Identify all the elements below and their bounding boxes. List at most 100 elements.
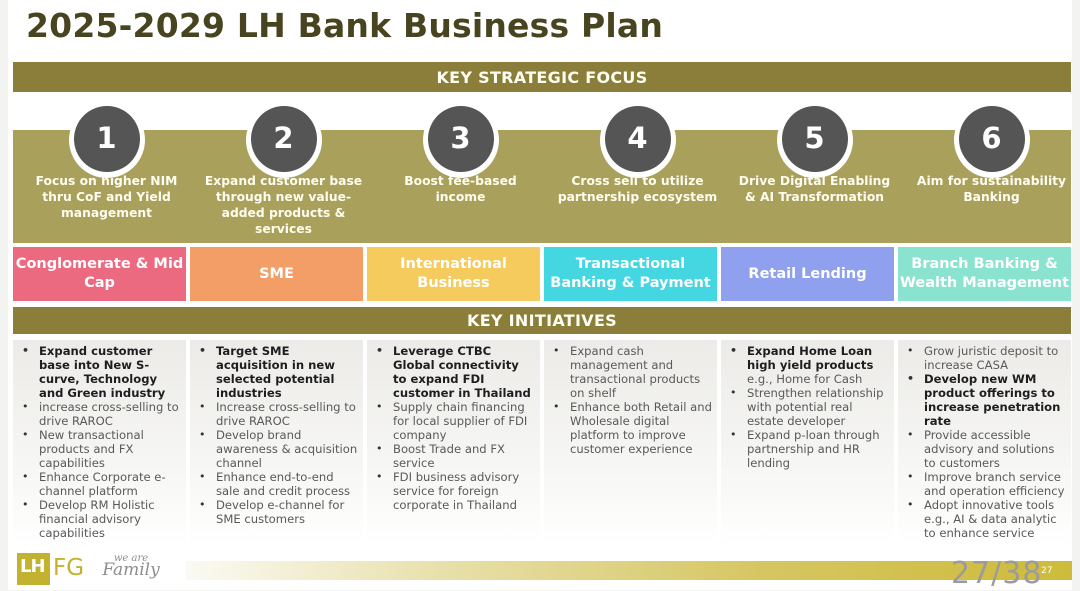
slide: 2025-2029 LH Bank Business Plan KEY STRA… — [8, 0, 1072, 591]
initiative-item: Expand cash management and transactional… — [552, 344, 713, 400]
logo-lh-text: LH — [20, 556, 46, 577]
initiative-item: Enhance end-to-end sale and credit proce… — [198, 470, 359, 498]
initiatives-list: Leverage CTBC Global connectivity to exp… — [375, 344, 536, 512]
initiative-text: Increase cross-selling to drive RAROC — [216, 400, 356, 428]
tagline-top: we are — [113, 553, 149, 564]
initiatives-column: Expand Home Loan high yield products e.g… — [721, 340, 894, 545]
initiative-item: Target SME acquisition in new selected p… — [198, 344, 359, 400]
segment-tile: Transactional Banking & Payment — [544, 247, 717, 301]
number-badge: 2 — [250, 106, 317, 172]
initiative-text: Develop brand awareness & acquisition ch… — [216, 428, 358, 470]
initiatives-list: Grow juristic deposit to increase CASADe… — [906, 344, 1067, 540]
tagline: we are Family — [96, 554, 166, 588]
focus-description: Focus on higher NIM thru CoF and Yield m… — [35, 174, 178, 220]
initiative-item: Improve branch service and operation eff… — [906, 470, 1067, 498]
segment-tile: International Business — [367, 247, 540, 301]
initiative-item: Develop new WM product offerings to incr… — [906, 372, 1067, 428]
initiative-item: Expand Home Loan high yield products e.g… — [729, 344, 890, 386]
initiative-text: Boost Trade and FX service — [393, 442, 505, 470]
initiative-item: Boost Trade and FX service — [375, 442, 536, 470]
initiative-text: Strengthen relationship with potential r… — [747, 386, 884, 428]
initiative-item: Develop RM Holistic financial advisory c… — [21, 498, 182, 540]
initiatives-column: Target SME acquisition in new selected p… — [190, 340, 363, 545]
initiative-text: Expand p-loan through partnership and HR… — [747, 428, 880, 470]
initiative-text: Target SME acquisition in new selected p… — [216, 344, 335, 400]
initiatives-column: Expand customer base into New S-curve, T… — [13, 340, 186, 545]
initiative-item: Provide accessible advisory and solution… — [906, 428, 1067, 470]
segment-tile: Branch Banking & Wealth Management — [898, 247, 1071, 301]
page-indicator: 27/38 — [951, 556, 1043, 591]
slide-number: 27 — [1041, 566, 1053, 576]
initiative-text: Expand customer base into New S-curve, T… — [39, 344, 166, 400]
segment-tile: Conglomerate & Mid Cap — [13, 247, 186, 301]
initiative-text: Develop e-channel for SME customers — [216, 498, 345, 526]
initiative-text: Grow juristic deposit to increase CASA — [924, 344, 1059, 372]
initiatives-column: Expand cash management and transactional… — [544, 340, 717, 545]
initiative-text: Enhance both Retail and Wholesale digita… — [570, 400, 712, 456]
initiative-item: Supply chain financing for local supplie… — [375, 400, 536, 442]
footer-bar — [186, 561, 1072, 580]
initiative-text: Improve branch service and operation eff… — [924, 470, 1065, 498]
number-badge: 3 — [427, 106, 494, 172]
initiative-item: Leverage CTBC Global connectivity to exp… — [375, 344, 536, 400]
initiative-item: Expand customer base into New S-curve, T… — [21, 344, 182, 400]
number-badge: 1 — [73, 106, 140, 172]
focus-description: Aim for sustainability Banking — [916, 174, 1067, 204]
initiative-text: Expand Home Loan high yield products — [747, 344, 874, 372]
initiative-item: FDI business advisory service for foreig… — [375, 470, 536, 512]
initiative-text: Enhance end-to-end sale and credit proce… — [216, 470, 351, 498]
focus-description: Drive Digital Enabling & AI Transformati… — [738, 174, 891, 204]
initiative-item: Strengthen relationship with potential r… — [729, 386, 890, 428]
focus-description: Cross sell to utilize partnership ecosys… — [557, 174, 718, 204]
initiative-text: Develop new WM product offerings to incr… — [924, 372, 1061, 428]
segment-tile: SME — [190, 247, 363, 301]
initiative-item: Enhance Corporate e-channel platform — [21, 470, 182, 498]
initiative-text: Provide accessible advisory and solution… — [924, 428, 1055, 470]
initiatives-column: Leverage CTBC Global connectivity to exp… — [367, 340, 540, 545]
initiative-item: Develop brand awareness & acquisition ch… — [198, 428, 359, 470]
page-title: 2025-2029 LH Bank Business Plan — [26, 6, 664, 45]
initiatives-list: Expand cash management and transactional… — [552, 344, 713, 456]
key-strategic-focus-header: KEY STRATEGIC FOCUS — [13, 62, 1071, 92]
initiatives-list: Expand Home Loan high yield products e.g… — [729, 344, 890, 470]
number-badge: 4 — [604, 106, 671, 172]
number-badge: 5 — [781, 106, 848, 172]
tagline-bottom: Family — [102, 560, 160, 580]
initiative-item: New transactional products and FX capabi… — [21, 428, 182, 470]
initiative-item: Increase cross-selling to drive RAROC — [198, 400, 359, 428]
initiative-text: FDI business advisory service for foreig… — [393, 470, 520, 512]
key-initiatives-header: KEY INITIATIVES — [13, 307, 1071, 334]
initiative-item: Adopt innovative tools e.g., AI & data a… — [906, 498, 1067, 540]
initiative-text-detail: e.g., Home for Cash — [747, 372, 863, 386]
strategic-focus-panel — [13, 130, 1071, 243]
initiative-item: Grow juristic deposit to increase CASA — [906, 344, 1067, 372]
initiatives-column: Grow juristic deposit to increase CASADe… — [898, 340, 1071, 545]
initiative-text: Develop RM Holistic financial advisory c… — [39, 498, 155, 540]
focus-description: Boost fee-based income — [404, 174, 517, 204]
logo-mark — [17, 553, 50, 585]
initiative-text: Adopt innovative tools e.g., AI & data a… — [924, 498, 1057, 540]
initiative-text: Leverage CTBC Global connectivity to exp… — [393, 344, 531, 400]
segment-tile: Retail Lending — [721, 247, 894, 301]
initiatives-list: Target SME acquisition in new selected p… — [198, 344, 359, 526]
logo-fg-text: FG — [53, 555, 85, 581]
initiative-text: Expand cash management and transactional… — [570, 344, 701, 400]
initiative-text: Supply chain financing for local supplie… — [393, 400, 528, 442]
initiative-text: New transactional products and FX capabi… — [39, 428, 144, 470]
lhfg-logo: LH FG — [17, 551, 92, 588]
number-badge: 6 — [958, 106, 1025, 172]
initiative-item: Expand p-loan through partnership and HR… — [729, 428, 890, 470]
initiative-item: Enhance both Retail and Wholesale digita… — [552, 400, 713, 456]
initiatives-list: Expand customer base into New S-curve, T… — [21, 344, 182, 540]
initiative-item: Develop e-channel for SME customers — [198, 498, 359, 526]
initiative-text: increase cross-selling to drive RAROC — [39, 400, 179, 428]
focus-description: Expand customer base through new value-a… — [204, 174, 363, 236]
initiative-item: increase cross-selling to drive RAROC — [21, 400, 182, 428]
initiative-text: Enhance Corporate e-channel platform — [39, 470, 166, 498]
